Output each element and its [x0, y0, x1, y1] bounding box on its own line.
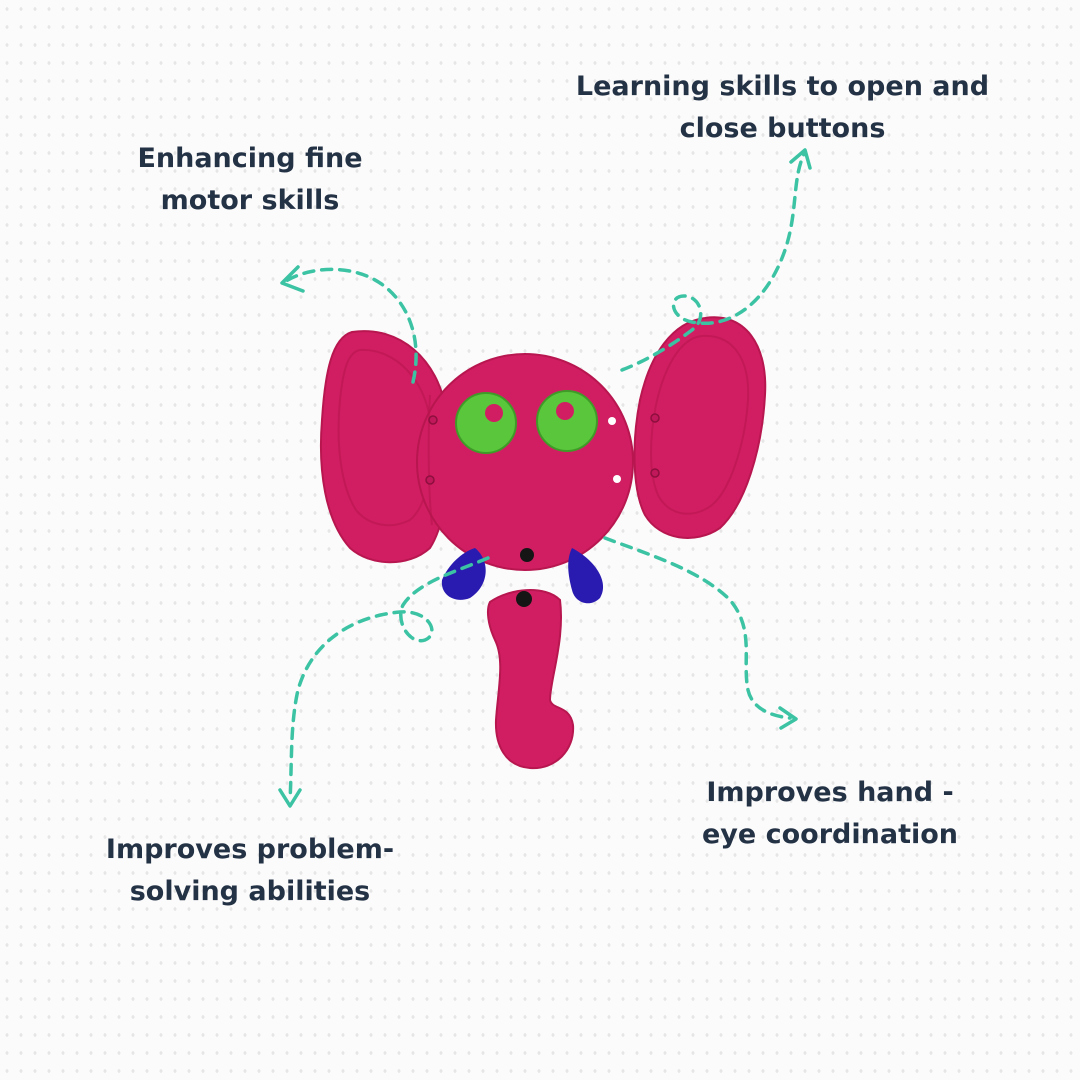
arrow-hand-eye: [603, 536, 798, 730]
caption-problem-solving-line2: solving abilities: [129, 876, 371, 907]
caption-motor-skills: Enhancing fine motor skills: [110, 138, 390, 222]
arrow-buttons: [620, 148, 812, 372]
arrow-problem-solving: [278, 556, 490, 808]
head-button: [520, 548, 534, 562]
left-eye: [455, 392, 517, 454]
caption-motor-skills-line2: motor skills: [160, 185, 340, 216]
caption-hand-eye-line1: Improves hand -: [706, 777, 954, 808]
caption-problem-solving: Improves problem- solving abilities: [80, 829, 420, 913]
caption-hand-eye: Improves hand - eye coordination: [680, 772, 980, 856]
trunk: [486, 589, 575, 770]
caption-buttons-line1: Learning skills to open and: [575, 71, 990, 102]
right-eye: [536, 390, 598, 452]
right-ear: [633, 316, 767, 539]
left-tusk: [441, 548, 486, 600]
right-tusk: [568, 548, 604, 604]
caption-buttons: Learning skills to open and close button…: [560, 66, 1005, 150]
arrow-motor-skills: [280, 265, 418, 384]
caption-problem-solving-line1: Improves problem-: [105, 834, 395, 865]
caption-motor-skills-line1: Enhancing fine: [137, 143, 363, 174]
trunk-button: [516, 591, 532, 607]
caption-buttons-line2: close buttons: [679, 113, 886, 144]
left-ear: [319, 330, 450, 564]
caption-hand-eye-line2: eye coordination: [702, 819, 958, 850]
